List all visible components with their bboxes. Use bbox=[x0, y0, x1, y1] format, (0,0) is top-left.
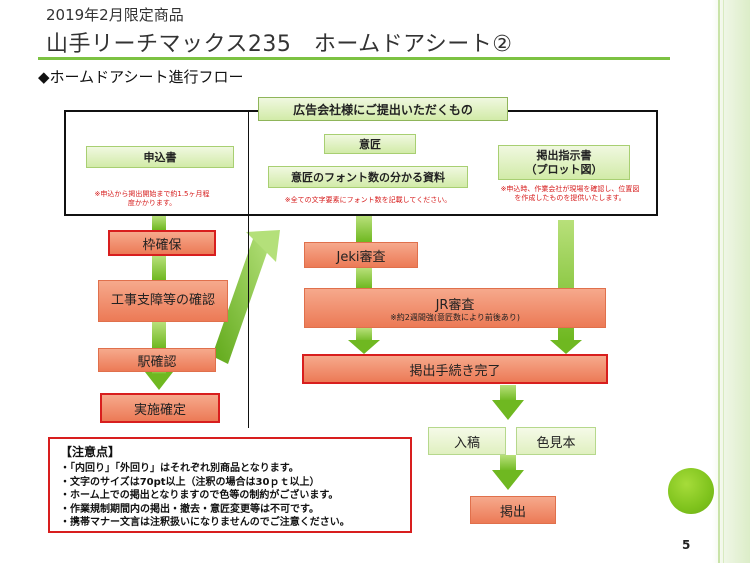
flow-arrow-down bbox=[492, 400, 524, 420]
flow-arrow-shaft bbox=[152, 256, 166, 280]
flow-arrow-down bbox=[550, 340, 582, 354]
design-font-doc-box: 意匠のフォント数の分かる資料 bbox=[268, 166, 468, 188]
instruction-note: ※申込時、作業会社が現場を確認し、位置図を作成したものを提供いたします。 bbox=[500, 185, 640, 202]
flow-arrow-diagonal bbox=[212, 230, 280, 364]
posting-instruction-label: 掲出指示書 bbox=[536, 148, 592, 162]
flow-arrow-shaft bbox=[356, 216, 372, 242]
submission-header: 広告会社様にご提出いただくもの bbox=[258, 97, 508, 121]
notice-item: ・「内回り」「外回り」はそれぞれ別商品となります。 bbox=[60, 463, 299, 474]
flow-step-station-check: 駅確認 bbox=[98, 348, 216, 372]
page-number: 5 bbox=[682, 538, 691, 552]
design-note: ※全ての文字要素にフォント数を記載してください。 bbox=[284, 196, 452, 204]
notice-box: 【注意点】 ・「内回り」「外回り」はそれぞれ別商品となります。 ・文字のサイズは… bbox=[48, 437, 412, 533]
flow-arrow-shaft bbox=[152, 216, 166, 230]
title-underline bbox=[38, 57, 670, 60]
flow-step-implementation-confirmed: 実施確定 bbox=[100, 393, 220, 423]
flow-step-jr-review: JR審査 ※約2週間強(意匠数により前後あり) bbox=[304, 288, 606, 328]
flow-step-frame-secure: 枠確保 bbox=[108, 230, 216, 256]
flow-step-jeki-review: Jeki審査 bbox=[304, 242, 418, 268]
flow-step-color-sample: 色見本 bbox=[516, 427, 596, 455]
slide-title: 山手リーチマックス235 ホームドアシート② bbox=[46, 32, 513, 57]
flow-arrow-shaft bbox=[152, 322, 166, 348]
notice-item: ・作業規制期間内の掲出・撤去・意匠変更等は不可です。 bbox=[60, 503, 319, 515]
section-title: ◆ホームドアシート進行フロー bbox=[38, 68, 244, 86]
flow-step-construction-check: 工事支障等の確認 bbox=[98, 280, 228, 322]
flow-arrow-shaft bbox=[500, 455, 516, 471]
notice-item: ・ホーム上での掲出となりますので色等の制約がございます。 bbox=[60, 490, 339, 501]
flow-step-posting-complete: 掲出手続き完了 bbox=[302, 354, 608, 384]
jr-review-note: ※約2週間強(意匠数により前後あり) bbox=[390, 312, 520, 322]
column-divider bbox=[248, 110, 249, 428]
design-box: 意匠 bbox=[324, 134, 416, 154]
flow-arrow-down bbox=[348, 340, 380, 354]
flow-arrow-down bbox=[145, 372, 173, 390]
flow-arrow-shaft bbox=[152, 370, 166, 374]
flow-arrow-shaft bbox=[356, 268, 372, 288]
side-decoration-line bbox=[723, 0, 724, 563]
notice-item: ・文字のサイズは70pt以上（注釈の場合は30ｐｔ以上） bbox=[60, 476, 320, 488]
posting-instruction-box: 掲出指示書 （プロット図） bbox=[498, 145, 630, 180]
flow-arrow-down bbox=[492, 470, 524, 490]
application-form-box: 申込書 bbox=[86, 146, 234, 168]
application-note: ※申込から掲出開始まで約1.5ヶ月程度かかります。 bbox=[94, 190, 210, 207]
slide-subtitle: 2019年2月限定商品 bbox=[46, 6, 184, 24]
plot-diagram-label: （プロット図） bbox=[525, 162, 603, 176]
notice-item: ・携帯マナー文言は注釈扱いになりませんのでご注意ください。 bbox=[60, 517, 350, 528]
notice-title: 【注意点】 bbox=[60, 445, 121, 459]
side-decoration-line bbox=[718, 0, 720, 563]
decorative-circle bbox=[668, 468, 714, 514]
flow-step-submission: 入稿 bbox=[428, 427, 506, 455]
flow-step-posting: 掲出 bbox=[470, 496, 556, 524]
flow-arrow-shaft bbox=[500, 385, 516, 401]
jr-review-label: JR審査 bbox=[435, 297, 475, 313]
flow-arrow-shaft bbox=[356, 328, 372, 342]
